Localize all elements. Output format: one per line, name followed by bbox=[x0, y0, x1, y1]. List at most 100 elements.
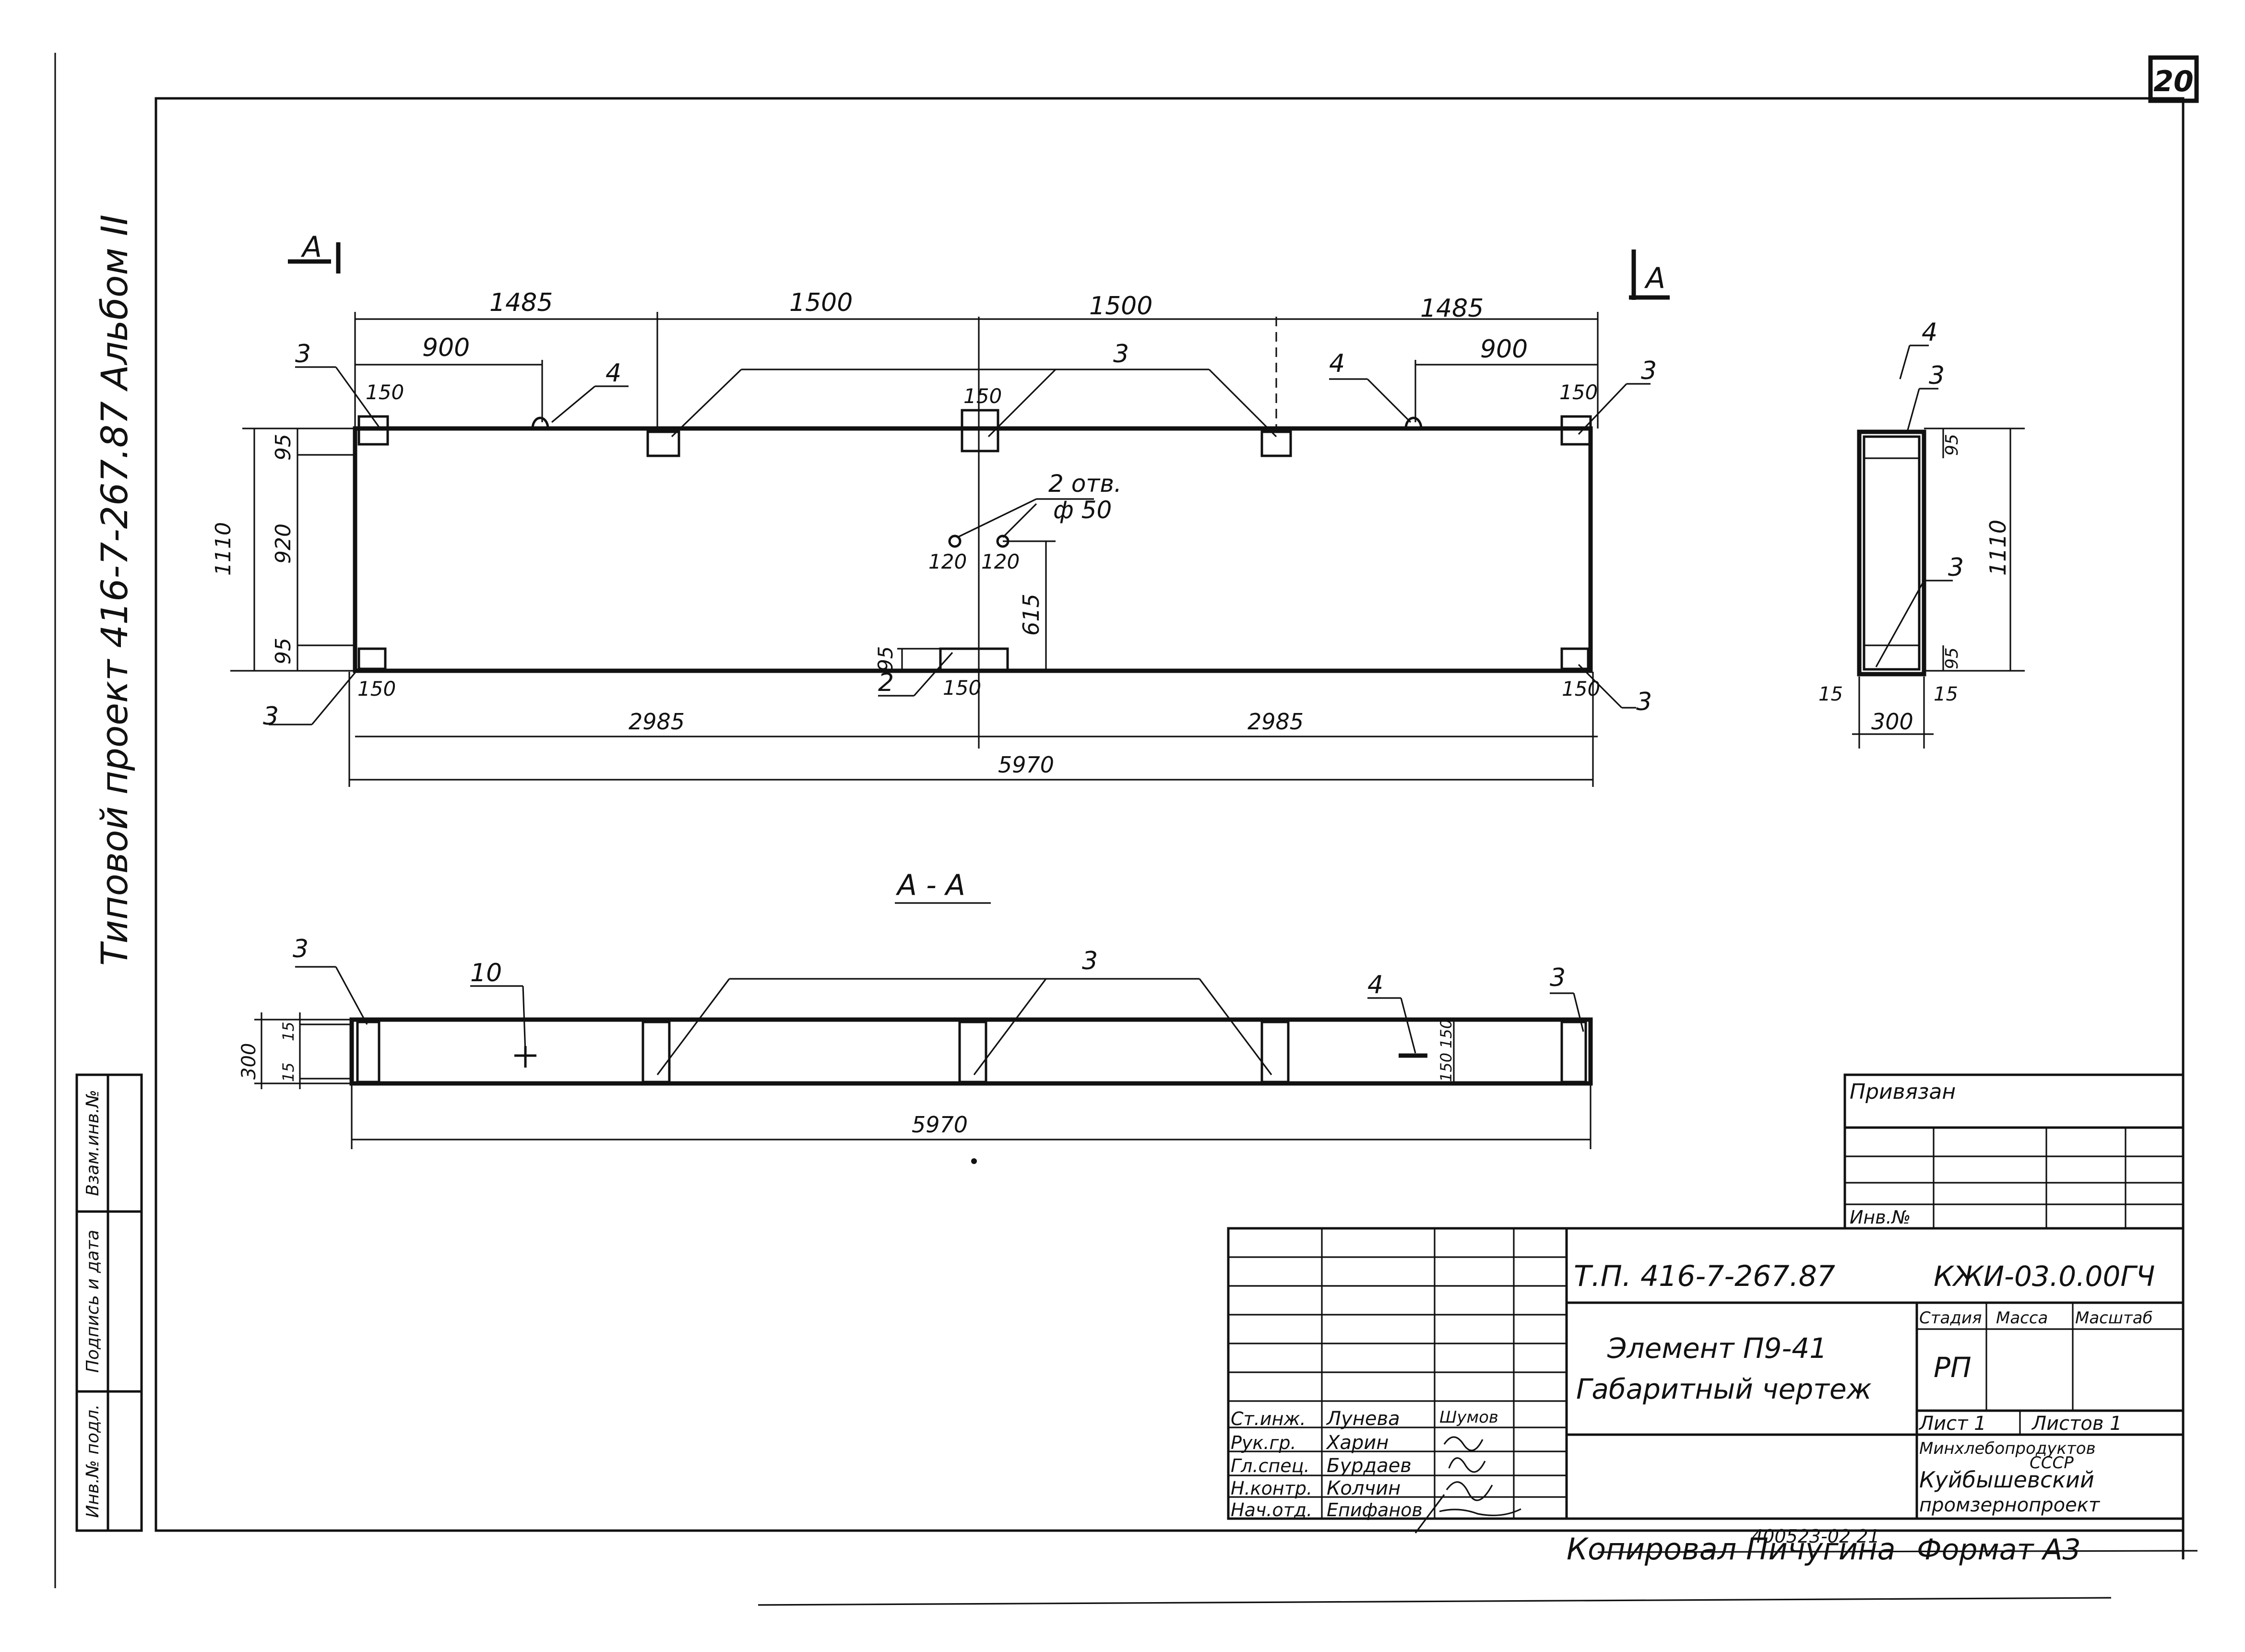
sig-role-3: Гл.спец. bbox=[1231, 1455, 1310, 1476]
org-line-1: Минхлебопродуктов bbox=[1919, 1439, 2096, 1458]
callout-3-e: 3 bbox=[1636, 688, 1652, 716]
col-stage: Стадия bbox=[1919, 1308, 1982, 1328]
stamp-inv-podl: Инв.№ подл. bbox=[83, 1404, 103, 1518]
sec-callout-10: 10 bbox=[470, 959, 502, 987]
end-callout-3-mid: 3 bbox=[1948, 553, 1964, 582]
sec-dim-15-top: 15 bbox=[279, 1022, 297, 1041]
sig-role-5: Нач.отд. bbox=[1231, 1499, 1312, 1521]
holes-label-2: ф 50 bbox=[1053, 496, 1112, 524]
sec-dim-150-a: 150 bbox=[1437, 1019, 1455, 1048]
dim-95-small: 95 bbox=[874, 646, 897, 672]
end-dim-15-left: 15 bbox=[1818, 683, 1843, 705]
dim-150-a: 150 bbox=[366, 380, 404, 404]
dim-615: 615 bbox=[1018, 594, 1044, 636]
callout-3-d: 3 bbox=[263, 702, 279, 731]
sig-role-2: Рук.гр. bbox=[1231, 1432, 1296, 1453]
end-dim-15-right: 15 bbox=[1934, 683, 1958, 705]
dim-150-b: 150 bbox=[963, 384, 1002, 408]
section-texts: А - А 10 3 3 3 4 300 15 15 150 150 5970 bbox=[238, 868, 1566, 1138]
sec-dim-150-b: 150 bbox=[1437, 1053, 1455, 1082]
col-mass: Масса bbox=[1996, 1308, 2048, 1328]
sec-callout-3-right: 3 bbox=[1550, 963, 1566, 992]
dim-overall-plan: 5970 bbox=[998, 752, 1054, 778]
stamp-vzam: Взам.инв.№ bbox=[83, 1090, 103, 1196]
dim-left-95-bottom: 95 bbox=[271, 638, 296, 665]
inv-label: Инв.№ bbox=[1850, 1207, 1911, 1228]
sec-callout-3-group: 3 bbox=[1082, 947, 1098, 975]
dim-120-left: 120 bbox=[928, 550, 967, 573]
plan-texts: А А 1485 1500 1500 1485 900 900 3 4 3 4 … bbox=[211, 230, 1665, 778]
dim-150-f: 150 bbox=[1562, 677, 1600, 701]
callout-2: 2 bbox=[878, 668, 894, 697]
org-line-3: Куйбышевский bbox=[1919, 1467, 2094, 1493]
drawing-name: Габаритный чертеж bbox=[1576, 1373, 1872, 1405]
col-scale: Масштаб bbox=[2075, 1308, 2153, 1328]
sheet-frame bbox=[54, 53, 2199, 1606]
section-mark-right: А bbox=[1644, 261, 1665, 295]
sig-name-1: Лунева bbox=[1326, 1408, 1400, 1430]
sec-dim-overall: 5970 bbox=[912, 1112, 968, 1138]
sheet-label: Лист 1 bbox=[1918, 1413, 1986, 1435]
dim-900-right: 900 bbox=[1480, 335, 1528, 364]
callout-3-b: 3 bbox=[1113, 340, 1129, 368]
callout-3-c: 3 bbox=[1641, 357, 1657, 385]
callout-4-b: 4 bbox=[1329, 349, 1345, 378]
callout-4-a: 4 bbox=[606, 359, 621, 388]
dim-120-right: 120 bbox=[981, 550, 1020, 573]
sheet-number: 20 bbox=[2153, 65, 2194, 98]
dim-bottom-left: 2985 bbox=[629, 709, 685, 735]
side-title: Типовой проект 416-7-267.87 Альбом II bbox=[93, 214, 136, 966]
callout-3-a: 3 bbox=[295, 340, 311, 368]
format-label: Формат А3 bbox=[1917, 1533, 2081, 1567]
sig-name-4: Колчин bbox=[1327, 1477, 1401, 1499]
dim-bottom-right: 2985 bbox=[1247, 709, 1304, 735]
org-line-2: СССР bbox=[2030, 1453, 2074, 1473]
plan-view bbox=[353, 317, 1593, 749]
stamp-podpis: Подпись и дата bbox=[83, 1230, 103, 1373]
dim-top-1: 1485 bbox=[489, 288, 553, 317]
sec-dim-15-bottom: 15 bbox=[279, 1062, 297, 1082]
stage-value: РП bbox=[1934, 1351, 1972, 1384]
dim-top-2: 1500 bbox=[789, 288, 853, 317]
sig-name-2: Харин bbox=[1326, 1432, 1389, 1454]
section-title: А - А bbox=[895, 868, 965, 902]
sec-callout-3-left: 3 bbox=[293, 935, 309, 963]
sig-role-1: Ст.инж. bbox=[1231, 1408, 1306, 1429]
sec-callout-4: 4 bbox=[1367, 971, 1383, 999]
copied-by: Копировал Пичугина bbox=[1567, 1532, 1896, 1567]
dim-left-95-top: 95 bbox=[271, 434, 296, 461]
holes-label-1: 2 отв. bbox=[1048, 470, 1122, 498]
end-callout-3-top: 3 bbox=[1929, 361, 1945, 390]
dim-900-left: 900 bbox=[422, 333, 470, 362]
element-name: Элемент П9-41 bbox=[1607, 1332, 1827, 1365]
end-dim-300: 300 bbox=[1871, 709, 1913, 735]
sig-name-3: Бурдаев bbox=[1327, 1455, 1412, 1477]
signature-mark: Шумов bbox=[1439, 1408, 1498, 1427]
dim-left-total: 1110 bbox=[211, 522, 236, 576]
end-dim-height: 1110 bbox=[1985, 520, 2011, 576]
end-view bbox=[1852, 345, 2025, 749]
dim-top-3: 1500 bbox=[1089, 292, 1152, 321]
plan-leaders bbox=[269, 242, 1670, 725]
end-dim-95-bottom: 95 bbox=[1942, 647, 1962, 669]
dim-top-4: 1485 bbox=[1420, 294, 1484, 323]
side-stamp bbox=[75, 1073, 143, 1532]
archive-number: 400523-02 21 bbox=[1751, 1526, 1880, 1547]
dim-150-c: 150 bbox=[1559, 380, 1598, 404]
sec-dim-300: 300 bbox=[238, 1043, 260, 1080]
dim-150-d: 150 bbox=[357, 677, 396, 701]
end-dim-95-top: 95 bbox=[1942, 434, 1962, 456]
dim-left-920: 920 bbox=[271, 523, 296, 564]
privyazan-title: Привязан bbox=[1850, 1080, 1956, 1104]
end-view-texts: 4 3 3 1110 95 95 15 300 15 bbox=[1818, 318, 2011, 735]
title-block bbox=[1227, 1227, 2185, 1520]
sig-name-5: Епифанов bbox=[1327, 1499, 1423, 1521]
end-callout-4: 4 bbox=[1922, 318, 1937, 347]
org-line-4: промзернопроект bbox=[1919, 1494, 2101, 1516]
title-block-texts: Т.П. 416-7-267.87 КЖИ-03.0.00ГЧ Элемент … bbox=[1231, 1260, 2155, 1521]
doc-code: КЖИ-03.0.00ГЧ bbox=[1934, 1260, 2155, 1293]
project-code: Т.П. 416-7-267.87 bbox=[1574, 1260, 1835, 1293]
section-mark-left: А bbox=[300, 230, 322, 264]
section-view bbox=[254, 902, 1593, 1164]
